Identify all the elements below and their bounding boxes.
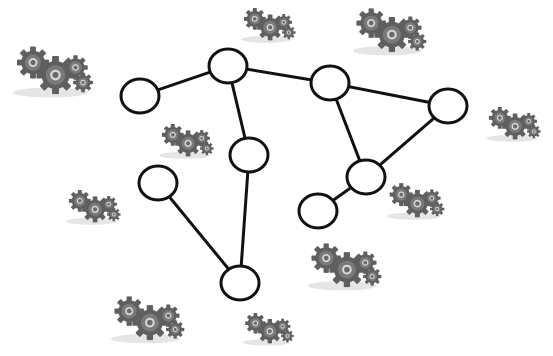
gear-cluster-group (13, 8, 541, 346)
graph-edge (240, 155, 249, 283)
gear-cluster-icon (159, 124, 213, 159)
gear-cluster-icon (353, 8, 427, 55)
gear-cluster-icon (241, 8, 295, 43)
graph-node (311, 66, 349, 100)
gear-cluster-icon (308, 243, 382, 290)
gear-cluster-icon (387, 183, 445, 220)
graph-node (230, 138, 268, 172)
graph-node (429, 89, 467, 123)
graph-node (209, 49, 247, 83)
graph-node (299, 194, 337, 228)
gear-cluster-icon (13, 46, 93, 97)
gear-cluster-icon (243, 313, 294, 346)
gear-cluster-icon (111, 296, 185, 343)
graph-edges (140, 66, 448, 283)
gear-cluster-icon (66, 190, 120, 225)
graph-node (121, 79, 159, 113)
graph-node (347, 160, 385, 194)
graph-node (221, 266, 259, 300)
graph-edge (158, 183, 240, 283)
graph-nodes (121, 49, 467, 300)
graph-node (139, 166, 177, 200)
gear-cluster-icon (486, 107, 540, 142)
